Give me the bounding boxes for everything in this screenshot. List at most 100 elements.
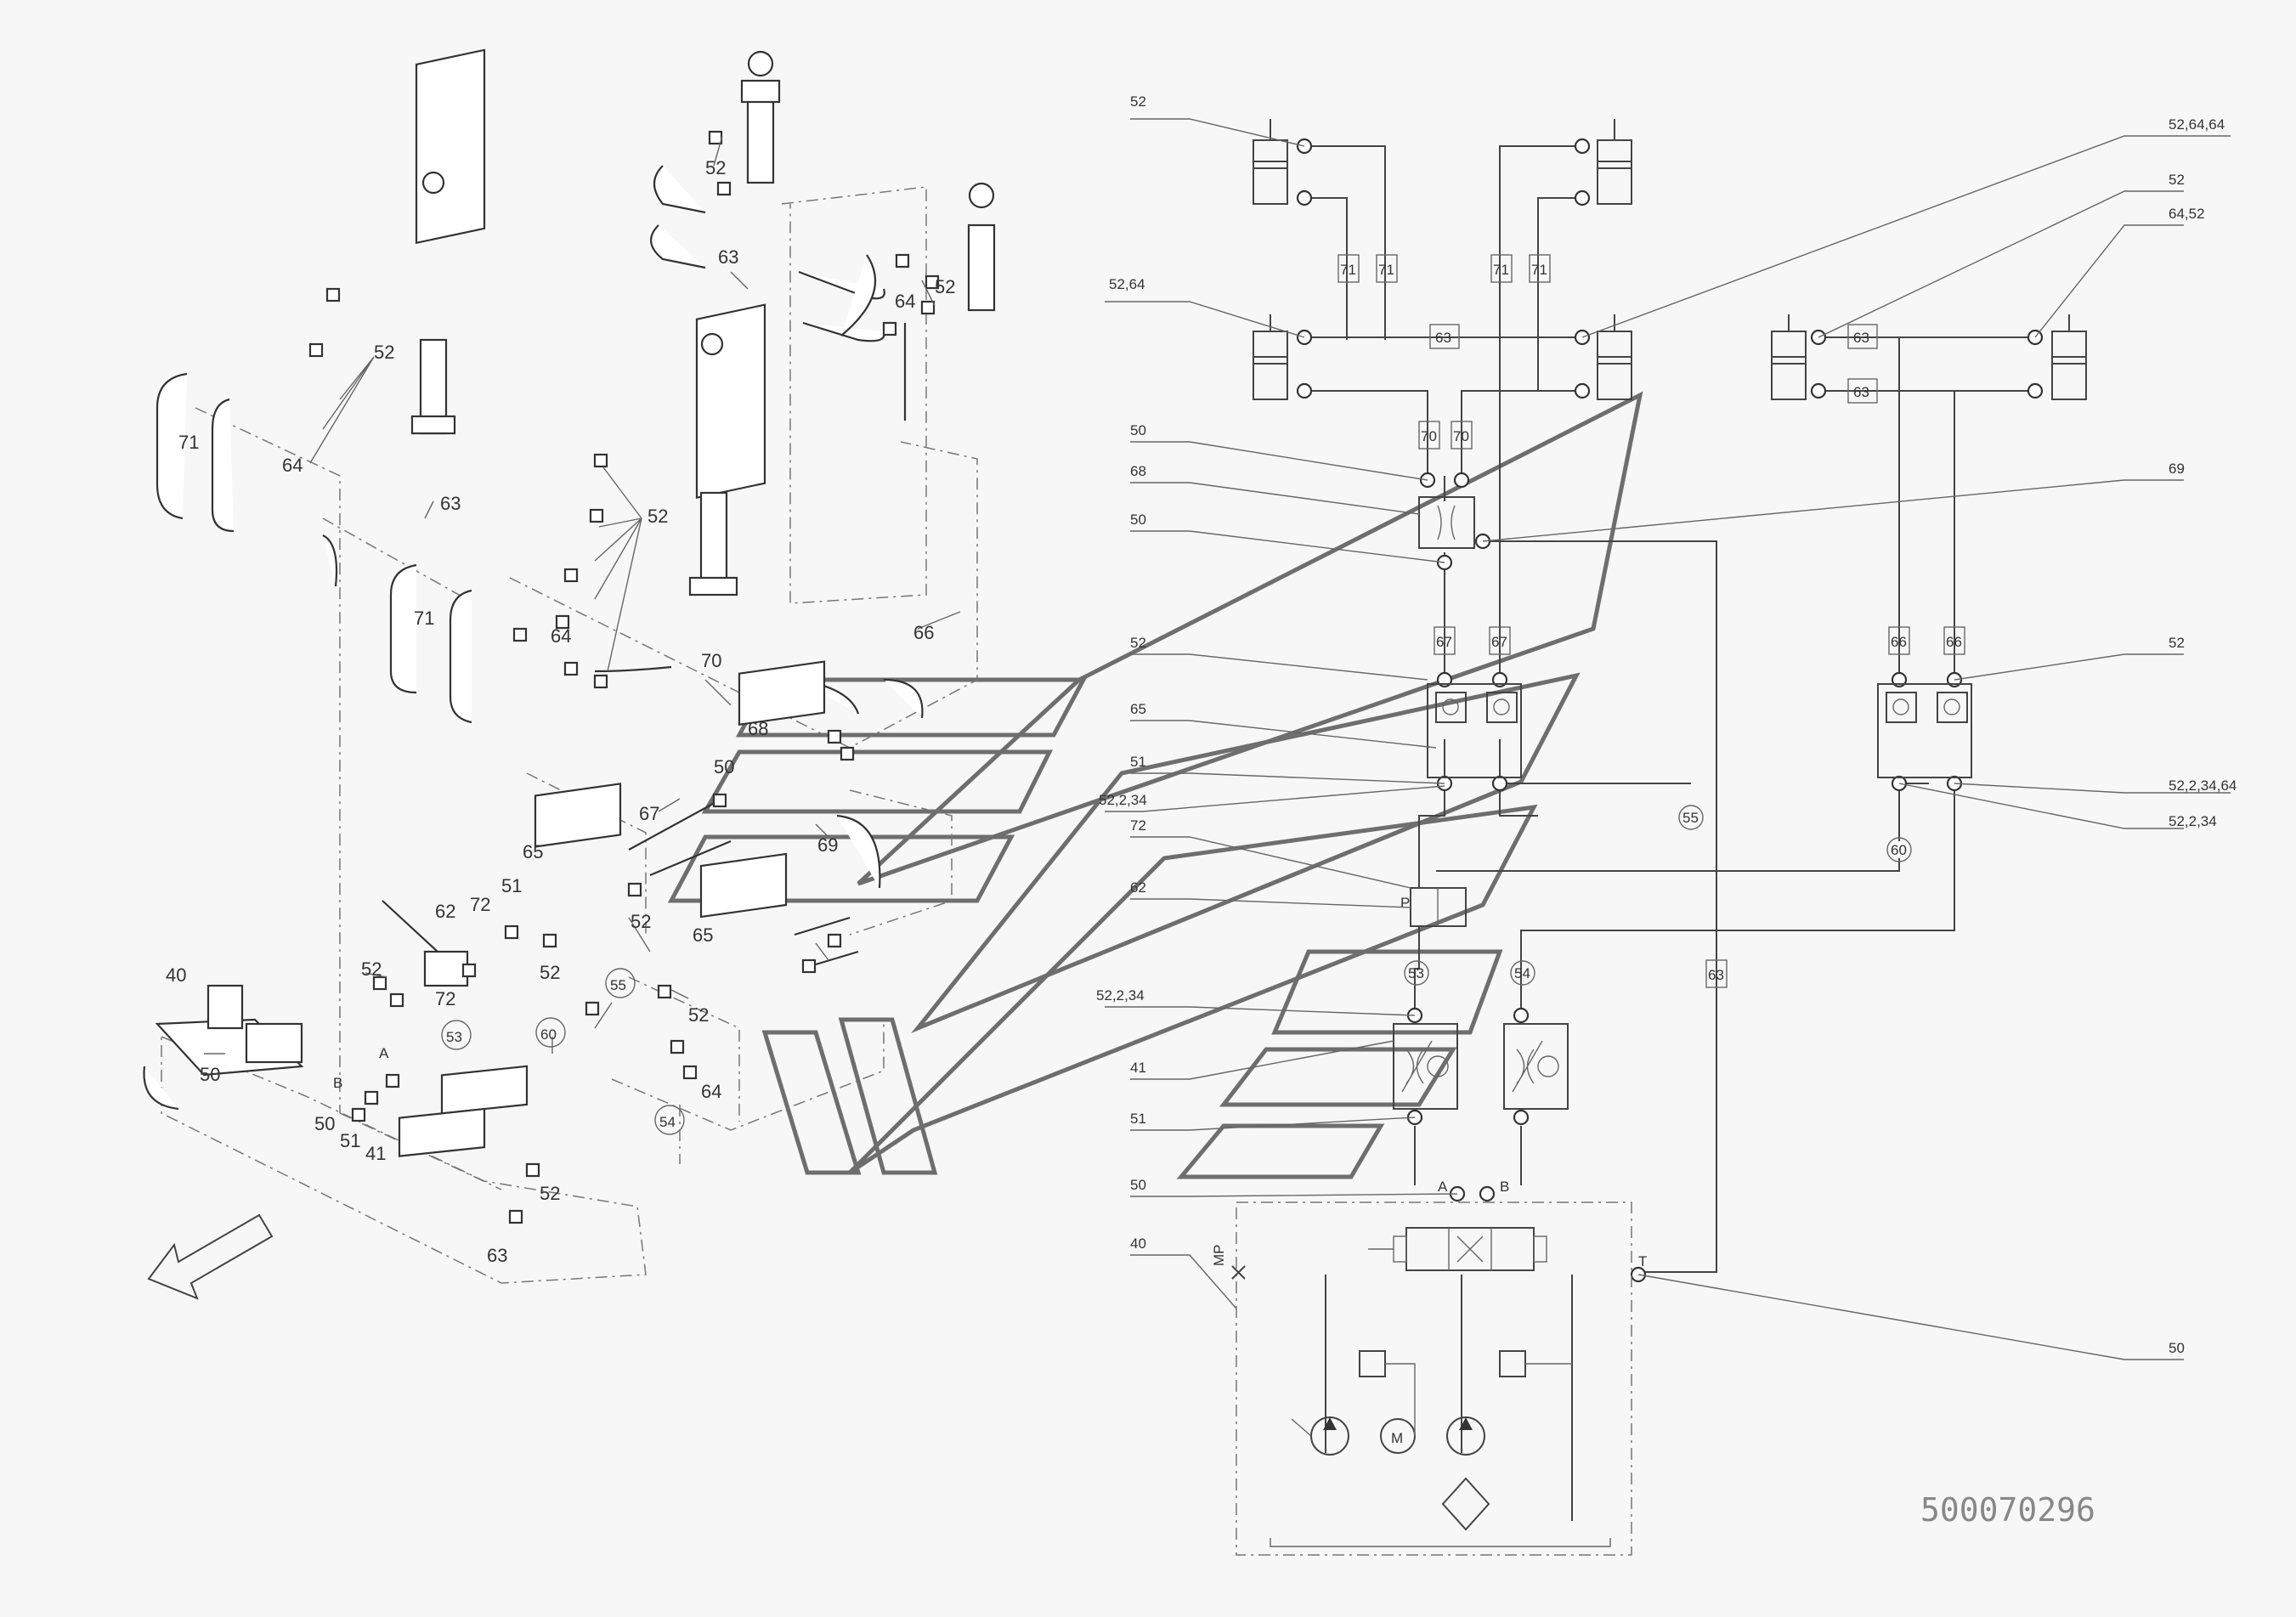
leader-label: 51 — [1130, 754, 1146, 770]
fittings — [308, 130, 940, 1224]
leader-label: 50 — [1130, 1177, 1146, 1193]
callout-label: 41 — [365, 1143, 386, 1164]
callout-circle-60: 60 — [535, 1017, 566, 1048]
leader-label: 72 — [1130, 817, 1146, 834]
circle-tag: 53 — [1408, 965, 1424, 981]
line-tag: 66 — [1946, 634, 1962, 650]
callout-label: 65 — [523, 841, 543, 862]
callout-label: 64 — [895, 291, 915, 312]
circle-tags: 55 60 53 54 — [1404, 805, 1912, 986]
port-label-a: A — [379, 1045, 389, 1061]
callout-label: 54 — [659, 1114, 676, 1130]
callout-label: 52 — [648, 506, 668, 527]
line-tag: 67 — [1436, 634, 1452, 650]
leader-label: 52,2,34 — [1099, 792, 1147, 808]
line-tag: 63 — [1853, 384, 1869, 400]
callout-label: 70 — [701, 650, 721, 671]
leader-label: 62 — [1130, 879, 1146, 896]
port-p: P — [1400, 895, 1410, 911]
cylinder-2 — [688, 303, 766, 596]
throttle-check-valve-41a — [1393, 1023, 1458, 1110]
callout-label: 65 — [693, 924, 713, 946]
leader-label: 52,64 — [1109, 276, 1145, 292]
port-a: A — [1438, 1179, 1448, 1195]
exploded-view: 40 41 50 50 50 51 51 52 52 52 52 52 52 5… — [143, 48, 996, 1300]
valve-41a — [440, 1065, 529, 1115]
callout-label: 40 — [166, 964, 186, 986]
leaders-left — [1105, 118, 1458, 1309]
leader-label: 52,64,64 — [2169, 116, 2225, 133]
circle-tag: 55 — [1682, 810, 1699, 826]
callout-label: 72 — [470, 894, 490, 915]
valve-block-65a — [534, 783, 622, 848]
line-tag: 71 — [1493, 262, 1509, 278]
leader-label: 50 — [2169, 1340, 2185, 1356]
leader-label: 40 — [1130, 1235, 1146, 1252]
leader-label: 64,52 — [2169, 206, 2205, 222]
leader-labels-left: 52 52,64 50 68 50 52 65 51 52,2,34 72 62… — [1096, 93, 1147, 1252]
callout-label: 64 — [551, 625, 571, 647]
exploded-callouts: 40 41 50 50 50 51 51 52 52 52 52 52 52 5… — [166, 157, 955, 1266]
leader-label: 52 — [1130, 93, 1146, 110]
callout-circle-53: 53 — [441, 1020, 472, 1050]
line-tags: 71 71 71 71 63 70 70 67 67 66 66 63 63 6… — [1337, 254, 1965, 988]
callout-circle-55: 55 — [605, 968, 636, 998]
callout-label: 52 — [540, 962, 560, 983]
callout-label: 72 — [435, 988, 455, 1009]
callout-label: 63 — [718, 246, 738, 268]
callout-label: 67 — [639, 803, 659, 824]
leader-label: 65 — [1130, 701, 1146, 717]
line-tag: 63 — [1853, 330, 1869, 346]
callout-label: 69 — [817, 834, 838, 856]
valve-block-65b — [699, 852, 788, 919]
leader-label: 52 — [2169, 172, 2185, 188]
exploded-leaders — [204, 135, 961, 1054]
valve-block-68 — [738, 660, 826, 726]
callout-label: 52 — [935, 276, 955, 297]
line-tag: 71 — [1378, 262, 1394, 278]
callout-label: 52 — [361, 958, 382, 980]
line-tag: 71 — [1340, 262, 1356, 278]
callout-label: 71 — [178, 432, 199, 453]
circle-tag: 60 — [1891, 842, 1907, 858]
valve-62 — [423, 950, 469, 987]
callout-label: 66 — [913, 622, 934, 643]
callout-label: 63 — [440, 493, 461, 514]
line-tag: 70 — [1453, 428, 1469, 444]
callout-label: 51 — [340, 1130, 360, 1151]
power-unit-schematic: M — [1231, 1201, 1632, 1556]
leader-label: 68 — [1130, 463, 1146, 479]
port-b: B — [1500, 1179, 1509, 1195]
relief-valve-2 — [1499, 1350, 1526, 1377]
port-label-b: B — [333, 1075, 342, 1091]
callout-label: 71 — [414, 608, 434, 629]
leader-label: 52,2,34 — [1096, 987, 1145, 1004]
callout-label: 50 — [314, 1113, 335, 1134]
port-t: T — [1638, 1253, 1647, 1269]
cylinder-1 — [410, 48, 486, 435]
leader-labels-right: 52,64,64 52 64,52 69 52 52,2,34,64 52,2,… — [2169, 116, 2237, 1356]
leader-label: 69 — [2169, 461, 2185, 477]
port-mp: MP — [1211, 1245, 1227, 1267]
line-tag: 63 — [1435, 330, 1451, 346]
callout-label: 64 — [282, 455, 303, 476]
line-tag: 63 — [1708, 967, 1724, 983]
power-unit-40 — [155, 984, 304, 1077]
callout-label: 60 — [540, 1026, 557, 1043]
callout-circle-54: 54 — [654, 1105, 685, 1135]
cylinder-3 — [740, 50, 781, 184]
schematic-valves — [1368, 496, 1972, 1271]
leader-label: 51 — [1130, 1111, 1146, 1127]
leaders-right — [1482, 135, 2231, 1360]
leader-label: 52,2,34 — [2169, 813, 2217, 829]
filter-icon — [1441, 1477, 1490, 1531]
hydraulic-schematic: M 71 71 71 71 63 70 70 67 67 66 66 63 63… — [1096, 93, 2237, 1556]
callout-label: 52 — [540, 1183, 560, 1204]
drawing-number: 500070296 — [1920, 1491, 2095, 1529]
motor-label: M — [1391, 1430, 1403, 1446]
line-tag: 70 — [1421, 428, 1437, 444]
flow-divider-68 — [1418, 496, 1475, 549]
callout-label: 51 — [501, 875, 522, 896]
